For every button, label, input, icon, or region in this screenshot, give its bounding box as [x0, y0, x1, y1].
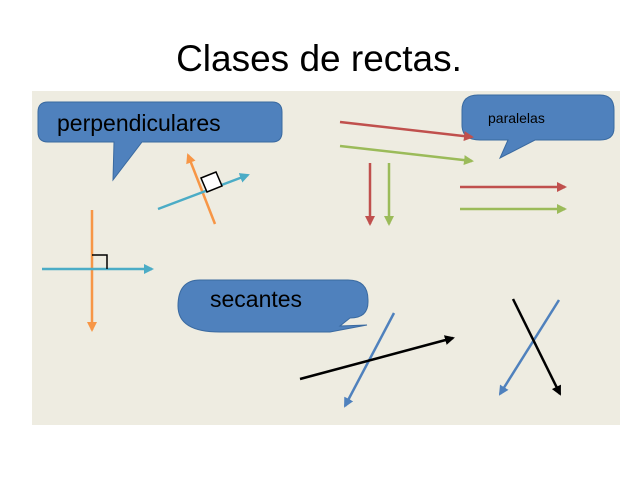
parallel-line-red-upper [339, 120, 474, 142]
perpendicular-line-cyan-diagonal [157, 173, 250, 211]
slide-title: Clases de rectas. [176, 38, 462, 79]
right-angle-mark-rotated [200, 171, 223, 193]
secant-line-black-left [299, 335, 455, 381]
right-angle-mark [92, 254, 108, 269]
paralelas-label: paralelas [488, 110, 545, 126]
perpendicular-line-orange-diagonal [186, 153, 217, 225]
secantes-callout [177, 279, 369, 333]
secant-line-black-right [511, 298, 562, 396]
secant-line-blue-right [498, 299, 561, 396]
secantes-label: secantes [210, 286, 303, 312]
perpendiculares-label: perpendiculares [57, 110, 221, 136]
perpendiculares-callout [37, 101, 283, 182]
parallel-line-green-upper [339, 144, 474, 166]
paralelas-callout [461, 94, 615, 160]
